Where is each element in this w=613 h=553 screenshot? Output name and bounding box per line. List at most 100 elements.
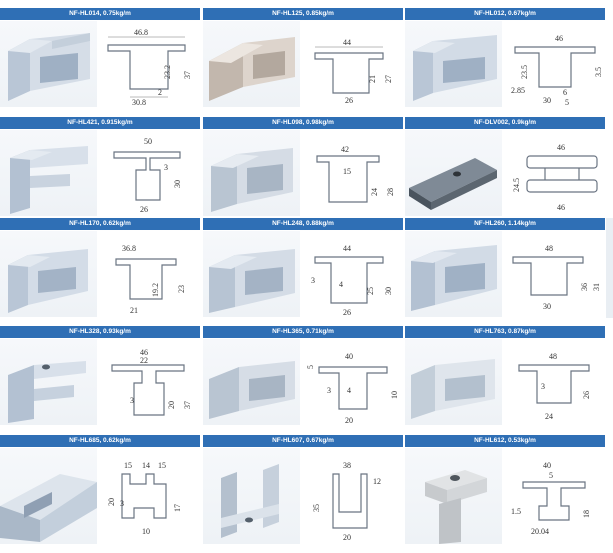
dim-base: 26 (140, 205, 148, 214)
dim-thickness: 3 (327, 386, 331, 395)
profile-drawing: 48 3 26 24 (505, 339, 605, 425)
profile-drawing: 48 36 31 30 (505, 231, 605, 317)
dim-width-top: 46 (557, 143, 565, 152)
profile-drawing: 46.8 23.2 37 2 30.8 (100, 21, 200, 107)
product-title: NF-HL685, 0.62kg/m (0, 435, 200, 447)
dim-lip: 3 (311, 276, 315, 285)
dim-width: 46 (555, 34, 563, 43)
product-photo (203, 231, 300, 317)
dim-lip: 3.5 (594, 67, 603, 77)
dim-height: 24.5 (512, 178, 521, 192)
dim-height: 20 (167, 401, 176, 409)
profile-drawing: 42 15 24 28 (303, 130, 403, 216)
dim-height-a: 36 (580, 283, 589, 291)
dim-lip: 12 (373, 477, 381, 486)
dim-inner: 15 (343, 167, 351, 176)
product-card-hl421[interactable]: NF-HL421, 0.915kg/m 50 3 30 26 (0, 117, 200, 217)
dim-total-height: 23 (177, 285, 186, 293)
dim-width: 48 (545, 244, 553, 253)
product-photo (405, 448, 502, 544)
product-card-hl328[interactable]: NF-HL328, 0.93kg/m 46 22 3 20 37 (0, 326, 200, 426)
product-title: NF-HL328, 0.93kg/m (0, 326, 200, 338)
product-photo (405, 231, 502, 317)
product-photo (405, 339, 502, 425)
product-title: NF-HL012, 0.67kg/m (405, 8, 605, 20)
dim-height: 10 (390, 391, 399, 399)
dim-width: 38 (343, 461, 351, 470)
profile-drawing: 46 22 3 20 37 (100, 339, 200, 425)
dim-inner: 22 (140, 356, 148, 365)
product-title: NF-HL260, 1.14kg/m (405, 218, 605, 230)
dim-width: 40 (543, 461, 551, 470)
profile-drawing: 15 14 15 20 3 17 10 (100, 448, 200, 536)
dim-lip: 5 (549, 471, 553, 480)
dim-thickness: 3 (120, 499, 124, 508)
product-title: NF-HL365, 0.71kg/m (203, 326, 403, 338)
dim-thickness: 1.5 (511, 507, 521, 516)
dim-total-height: 17 (173, 504, 182, 512)
product-title: NF-HL014, 0.75kg/m (0, 8, 200, 20)
profile-drawing: 40 5 3 4 10 20 (303, 339, 403, 425)
dim-left: 15 (124, 461, 132, 470)
product-card-hl170[interactable]: NF-HL170, 0.62kg/m 36.8 19.2 23 21 (0, 218, 200, 318)
dim-inner: 4 (347, 386, 351, 395)
page-edge-strip (606, 218, 613, 318)
product-card-dlv002[interactable]: NF-DLV002, 0.9kg/m 46 24.5 46 (405, 117, 605, 217)
dim-width: 44 (343, 38, 351, 47)
dim-thickness: 3 (541, 382, 545, 391)
dim-inner: 6 (563, 88, 567, 97)
dim-total-height: 28 (386, 188, 395, 196)
product-card-hl763[interactable]: NF-HL763, 0.87kg/m 48 3 26 24 (405, 326, 605, 426)
product-card-hl012[interactable]: NF-HL012, 0.67kg/m 46 23.5 3.5 2.85 6 30… (405, 8, 605, 108)
product-title: NF-HL248, 0.88kg/m (203, 218, 403, 230)
dim-width: 44 (343, 244, 351, 253)
dim-width: 50 (144, 137, 152, 146)
dim-foot: 5 (565, 98, 569, 107)
dim-height: 18 (582, 510, 591, 518)
product-card-hl125[interactable]: NF-HL125, 0.85kg/m 44 21 27 26 (203, 8, 403, 108)
dim-base: 26 (343, 308, 351, 317)
product-title: NF-HL607, 0.67kg/m (203, 435, 403, 447)
dim-height: 23.2 (163, 65, 172, 79)
product-card-hl014[interactable]: NF-HL014, 0.75kg/m 46.8 23.2 37 2 30.8 (0, 8, 200, 108)
product-photo (405, 21, 502, 107)
profile-drawing: 44 21 27 26 (303, 21, 403, 107)
profile-drawing: 50 3 30 26 (100, 130, 200, 216)
dim-base: 30 (543, 302, 551, 311)
product-card-hl365[interactable]: NF-HL365, 0.71kg/m 40 5 3 4 10 20 (203, 326, 403, 426)
product-card-hl685[interactable]: NF-HL685, 0.62kg/m 15 14 15 20 3 17 10 (0, 435, 200, 544)
dim-width: 42 (341, 145, 349, 154)
dim-base: 24 (545, 412, 553, 421)
dim-width-bottom: 46 (557, 203, 565, 212)
product-card-hl098[interactable]: NF-HL098, 0.98kg/m 42 15 24 28 (203, 117, 403, 217)
dim-width: 40 (345, 352, 353, 361)
product-title: NF-HL098, 0.98kg/m (203, 117, 403, 129)
dim-base: 10 (142, 527, 150, 536)
product-photo (0, 339, 97, 425)
dim-height: 30 (173, 180, 182, 188)
dim-right: 15 (158, 461, 166, 470)
profile-drawing: 46 24.5 46 (505, 130, 605, 216)
dim-base: 20.04 (531, 527, 549, 536)
dim-height: 35 (312, 504, 321, 512)
profile-drawing: 44 3 4 25 30 26 (303, 231, 403, 317)
product-card-hl612[interactable]: NF-HL612, 0.53kg/m 40 5 1.5 18 20.04 (405, 435, 605, 544)
dim-height: 26 (582, 391, 591, 399)
profile-drawing: 36.8 19.2 23 21 (100, 231, 200, 317)
dim-width: 46.8 (134, 28, 148, 37)
product-title: NF-HL612, 0.53kg/m (405, 435, 605, 447)
product-photo (203, 448, 300, 544)
product-photo (203, 130, 300, 216)
product-photo (0, 130, 97, 216)
product-title: NF-HL763, 0.87kg/m (405, 326, 605, 338)
product-card-hl607[interactable]: NF-HL607, 0.67kg/m 38 12 35 20 (203, 435, 403, 544)
dim-base: 20 (345, 416, 353, 425)
dim-base: 26 (345, 96, 353, 105)
product-photo (203, 339, 300, 425)
dim-height: 19.2 (151, 283, 160, 297)
dim-height: 24 (370, 188, 379, 196)
product-photo (0, 448, 97, 544)
product-photo (0, 231, 97, 317)
product-card-hl260[interactable]: NF-HL260, 1.14kg/m 48 36 31 30 (405, 218, 605, 318)
product-card-hl248[interactable]: NF-HL248, 0.88kg/m 44 3 4 25 30 26 (203, 218, 403, 318)
